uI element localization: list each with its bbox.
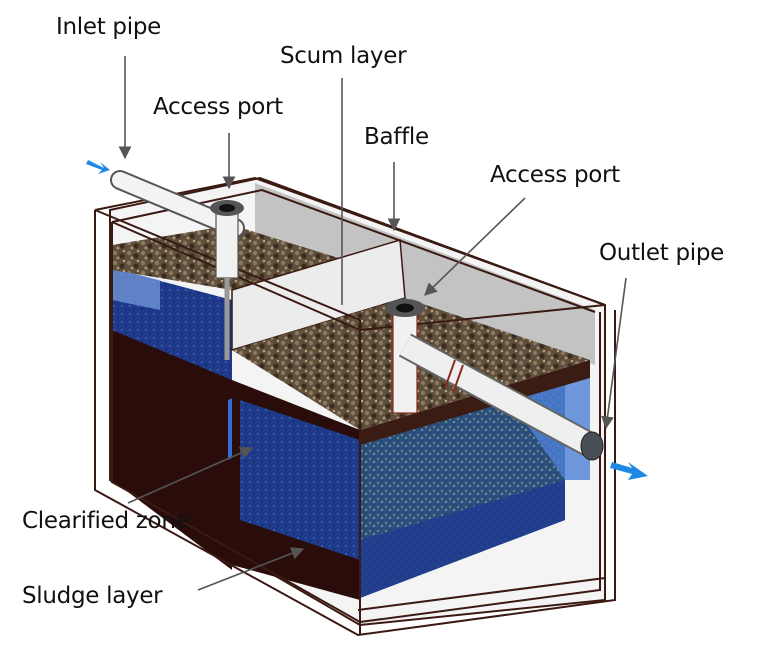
label-access-port-left: Access port [153,94,283,120]
label-inlet-pipe: Inlet pipe [56,14,161,40]
leader-access-port-right [424,197,526,296]
label-baffle: Baffle [364,124,429,150]
label-access-port-right: Access port [490,162,620,188]
leader-sludge-layer [197,547,305,591]
leader-clarified-zone [127,446,254,504]
outlet-pipe [398,333,604,461]
leader-lines [118,56,627,591]
inlet-flow-arrow-icon [86,160,110,174]
leader-outlet-pipe [601,277,627,430]
label-outlet-pipe: Outlet pipe [599,240,725,266]
clarified-zone-right [240,400,360,560]
label-scum-layer: Scum layer [280,43,407,69]
label-clarified-zone: Clearified zone [22,508,190,534]
outlet-flow-arrow-icon [610,462,648,480]
label-sludge-layer: Sludge layer [22,583,163,609]
access-port-left [210,200,244,360]
